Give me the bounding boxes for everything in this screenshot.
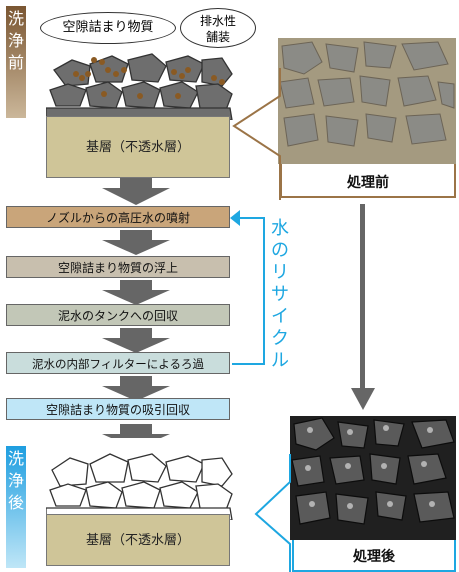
photo-frame-before bbox=[280, 164, 456, 198]
step-clog-float: 空隙詰まり物質の浮上 bbox=[6, 256, 230, 278]
step-suction-recovery: 空隙詰まり物質の吸引回収 bbox=[6, 398, 230, 420]
base-layer-before: 基層（不透水層） bbox=[46, 116, 230, 178]
pavement-photo-before bbox=[278, 38, 456, 164]
after-side-label: 洗浄後 bbox=[6, 446, 26, 568]
photo-frame-after bbox=[292, 540, 456, 572]
photo-caption-before: 処理前 bbox=[347, 175, 389, 191]
photo-bracket-after bbox=[254, 454, 291, 572]
drainage-pavement-bubble: 排水性 舗装 bbox=[180, 8, 256, 48]
clog-material-bubble: 空隙詰まり物質 bbox=[40, 12, 176, 44]
step-high-pressure-jet: ノズルからの高圧水の噴射 bbox=[6, 206, 230, 228]
pavement-photo-after bbox=[290, 416, 456, 540]
aggregate-layer-after bbox=[46, 453, 233, 520]
base-layer-after: 基層（不透水層） bbox=[46, 514, 230, 566]
photo-caption-after: 処理後 bbox=[353, 549, 395, 565]
step-filter: 泥水の内部フィルターによるろ過 bbox=[6, 352, 230, 374]
before-after-arrow bbox=[351, 204, 375, 410]
aggregate-layer-before bbox=[46, 53, 233, 120]
before-side-label: 洗浄前 bbox=[6, 6, 26, 118]
process-arrows bbox=[102, 178, 170, 438]
recycle-loop-arrow bbox=[230, 210, 265, 365]
step-tank-recovery: 泥水のタンクへの回収 bbox=[6, 304, 230, 326]
recycle-label: 水のリサイクル bbox=[271, 218, 289, 371]
